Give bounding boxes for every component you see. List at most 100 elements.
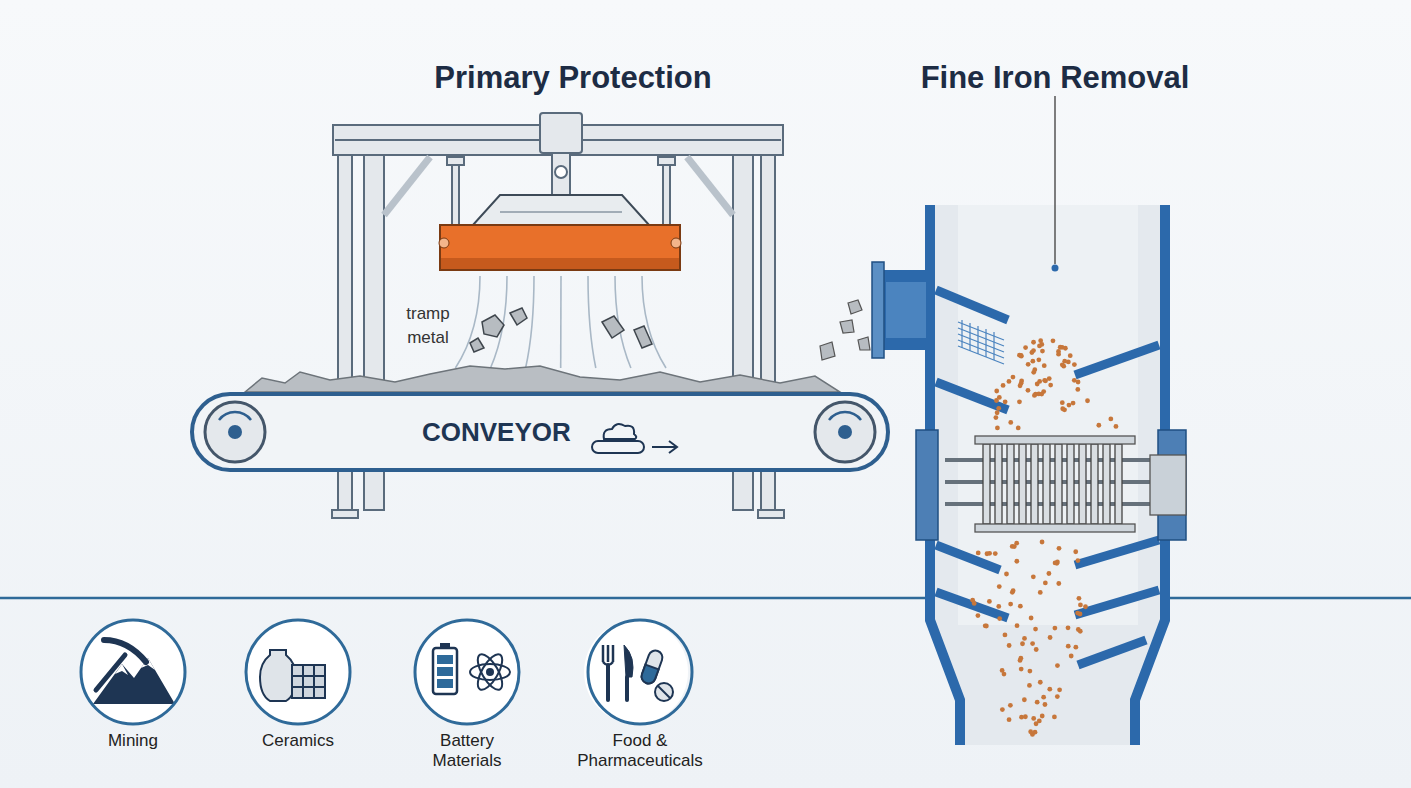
fine-iron-separator-part-part xyxy=(976,551,981,556)
food-pharma-icon-part xyxy=(607,645,610,662)
suspended-magnet xyxy=(439,195,681,270)
battery-icon-part xyxy=(437,667,453,676)
fine-iron-separator-part-part xyxy=(1022,636,1027,641)
fine-iron-separator-part-part xyxy=(1083,604,1088,609)
magnet-frame-part xyxy=(555,166,567,178)
tramp-metal-piece-part xyxy=(602,316,624,338)
fine-iron-separator-part-part xyxy=(977,326,978,354)
fine-iron-separator-part-part xyxy=(1033,730,1038,735)
fine-iron-separator-part-part xyxy=(1031,340,1036,345)
magnetic-field-lines-part xyxy=(526,276,534,368)
fine-iron-separator-part-part xyxy=(1039,392,1044,397)
fine-iron-separator-part-part xyxy=(1057,546,1062,551)
fine-iron-separator-part-part xyxy=(1043,702,1048,707)
fine-iron-separator-part-part xyxy=(1053,626,1058,631)
ceramics-icon xyxy=(260,650,325,701)
fine-iron-separator-part-part xyxy=(1010,590,1015,595)
conveyor-label: CONVEYOR xyxy=(422,417,571,448)
industry-circle: Mining xyxy=(58,617,208,751)
fine-iron-separator-part xyxy=(936,290,1159,665)
fine-iron-separator-part-part xyxy=(1053,561,1058,566)
fine-iron-separator-part-part xyxy=(1038,590,1043,595)
industry-label: Battery Materials xyxy=(420,731,515,771)
fine-iron-separator-part-part xyxy=(994,389,999,394)
fine-iron-separator-part-part xyxy=(1073,645,1078,650)
fine-iron-separator-part-part xyxy=(1033,627,1038,632)
fine-iron-separator-part-part xyxy=(993,332,994,360)
industry-circle-outline xyxy=(246,620,350,724)
fine-iron-separator-part xyxy=(970,338,1118,737)
industry-circle: Ceramics xyxy=(223,617,373,751)
fine-iron-separator-part-part xyxy=(936,290,1008,320)
magnet-frame-part xyxy=(540,113,582,153)
industry-icon-ground-part xyxy=(81,620,185,724)
fine-iron-separator-part-part xyxy=(985,551,990,556)
suspended-magnet-part xyxy=(500,211,622,213)
ceramics-icon-part-part xyxy=(314,665,325,676)
ceramics-icon-part xyxy=(292,665,325,698)
food-pharma-icon-part xyxy=(655,683,673,701)
fine-iron-separator-part-part xyxy=(1048,635,1053,640)
magnet-frame-part xyxy=(447,157,464,165)
magnet-frame-part xyxy=(332,510,358,518)
conveyor-belt-part xyxy=(190,392,890,472)
fine-iron-separator-part-part xyxy=(1060,400,1065,405)
fine-iron-separator-part-part xyxy=(936,382,1008,410)
industry-icon-ground-part xyxy=(584,620,688,724)
fine-iron-separator-part xyxy=(983,444,1122,524)
fine-iron-separator-part-part xyxy=(1008,602,1013,607)
conveyor-belt-part xyxy=(669,441,677,453)
food-pharma-icon-part xyxy=(625,677,629,700)
fine-iron-separator-part-part xyxy=(1055,663,1060,668)
industry-label: Mining xyxy=(63,731,203,751)
fine-iron-separator-part-part xyxy=(972,601,977,606)
fine-iron-separator-part-part xyxy=(1075,387,1080,392)
fine-iron-separator-part-part xyxy=(983,444,990,524)
fine-iron-separator-part-part xyxy=(936,545,1000,570)
fine-iron-separator-part-part xyxy=(1007,379,1012,384)
falling-material-part xyxy=(820,342,835,360)
fine-iron-separator-part-part xyxy=(1076,380,1081,385)
conveyor-belt-part xyxy=(652,446,676,448)
mining-icon-part xyxy=(96,655,125,690)
fine-iron-separator-part-part xyxy=(1047,376,1052,381)
food-pharma-icon xyxy=(603,645,673,701)
fine-iron-separator-part-part xyxy=(1115,444,1122,524)
fine-iron-separator-part-part xyxy=(1008,703,1013,708)
fine-iron-separator-part-part xyxy=(1048,383,1053,388)
fine-iron-separator-part-part xyxy=(1055,694,1060,699)
tramp-metal-piece-part xyxy=(470,338,484,352)
battery-icon-part-part xyxy=(473,651,507,694)
food-pharma-icon-part xyxy=(658,686,670,698)
fine-iron-separator-part-part xyxy=(1085,398,1090,403)
fine-iron-separator-part-part xyxy=(1019,444,1026,524)
magnetic-field-lines xyxy=(455,276,666,368)
tramp-metal-piece-part xyxy=(510,308,527,325)
food-pharma-icon-part xyxy=(624,645,633,677)
fine-iron-separator-part-part xyxy=(1017,353,1022,358)
fine-iron-separator-part-part xyxy=(1003,399,1008,404)
conveyor-belt-part xyxy=(245,366,840,392)
ceramics-icon-part-part xyxy=(303,687,314,698)
fine-iron-separator-part-part xyxy=(1060,406,1065,411)
fine-iron-separator-part-part xyxy=(1038,680,1043,685)
conveyor-belt-box: CONVEYOR xyxy=(190,392,890,472)
fine-iron-separator-part-part xyxy=(1036,357,1041,362)
fine-iron-separator-part-part xyxy=(1108,417,1113,422)
industry-circle-outline xyxy=(588,620,692,724)
fine-iron-separator-part-part xyxy=(976,613,981,618)
food-pharma-icon-part xyxy=(612,645,615,662)
fine-iron-separator-part-part xyxy=(1004,572,1009,577)
fine-iron-separator-part-part xyxy=(1029,616,1034,621)
industry-circle-outline xyxy=(412,617,522,727)
fine-iron-separator-part-part xyxy=(1032,393,1037,398)
tramp-metal-piece-part xyxy=(482,315,504,337)
fine-iron-separator-part-part xyxy=(1079,444,1086,524)
industry-circle: Battery Materials xyxy=(392,617,542,771)
industry-circle-outline xyxy=(81,620,185,724)
magnetic-field-lines-part xyxy=(560,276,562,368)
conveyor-belt-part xyxy=(815,402,875,462)
battery-icon-part xyxy=(486,668,494,676)
falling-material-part xyxy=(848,300,862,314)
fine-iron-separator-part xyxy=(886,282,926,338)
